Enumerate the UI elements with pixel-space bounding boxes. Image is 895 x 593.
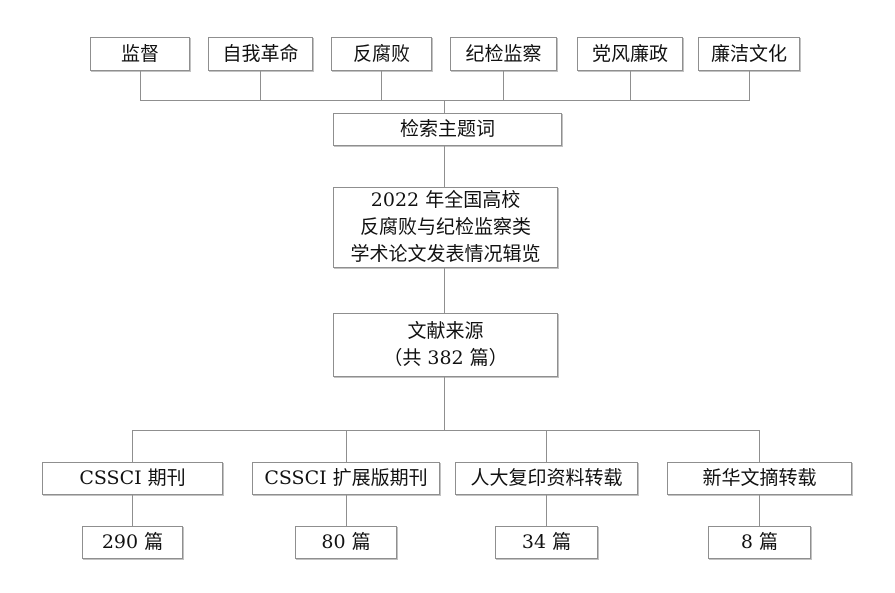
keyword-box-dangfeng: 党风廉政 [577,37,683,71]
source-line-1: 文献来源 [407,320,484,342]
source-box-renda-reprint: 人大复印资料转载 [455,462,638,495]
connector-line [444,377,445,430]
connector-line [444,100,445,113]
literature-source-box: 文献来源 （共 382 篇） [333,313,558,377]
connector-bus-bottom [132,430,760,431]
source-label: CSSCI 扩展版期刊 [264,467,428,489]
title-line-1: 2022 年全国高校 [370,189,521,211]
source-box-cssci-extended: CSSCI 扩展版期刊 [252,462,440,495]
connector-line [749,71,750,100]
title-line-3: 学术论文发表情况辑览 [350,243,541,265]
search-theme-label: 检索主题词 [399,118,495,140]
keyword-box-lianjiewenhua: 廉洁文化 [698,37,800,71]
connector-line [260,71,261,100]
connector-line [630,71,631,100]
connector-line [140,71,141,100]
connector-line [132,495,133,526]
count-box-cssci: 290 篇 [82,526,183,559]
keyword-label: 廉洁文化 [710,42,787,65]
count-box-cssci-extended: 80 篇 [295,526,397,559]
keyword-box-jiandu: 监督 [90,37,190,71]
keyword-label: 自我革命 [222,42,299,65]
title-box: 2022 年全国高校 反腐败与纪检监察类 学术论文发表情况辑览 [333,187,558,268]
connector-line [546,430,547,462]
source-label: 新华文摘转载 [702,467,817,489]
count-label: 8 篇 [740,531,779,553]
keyword-label: 纪检监察 [465,42,542,65]
connector-line [444,146,445,187]
count-box-xinhua-digest: 8 篇 [708,526,811,559]
count-label: 34 篇 [521,531,572,553]
count-label: 290 篇 [101,531,164,553]
connector-line [381,71,382,100]
connector-line [132,430,133,462]
source-label: CSSCI 期刊 [79,467,186,489]
count-label: 80 篇 [321,531,371,553]
connector-line [546,495,547,526]
connector-line [346,495,347,526]
keyword-label: 监督 [120,42,159,65]
source-box-cssci: CSSCI 期刊 [42,462,223,495]
connector-bus-top [140,100,750,101]
source-label: 人大复印资料转载 [470,467,623,489]
source-box-xinhua-digest: 新华文摘转载 [667,462,852,495]
connector-line [346,430,347,462]
connector-line [759,430,760,462]
keyword-label: 反腐败 [352,42,410,65]
source-line-2: （共 382 篇） [383,347,508,369]
count-box-renda-reprint: 34 篇 [495,526,598,559]
keyword-label: 党风廉政 [591,42,668,65]
search-theme-box: 检索主题词 [333,113,562,146]
keyword-box-ziwogeming: 自我革命 [208,37,313,71]
keyword-box-jijianjiancha: 纪检监察 [450,37,557,71]
connector-line [759,495,760,526]
connector-line [503,71,504,100]
title-line-2: 反腐败与纪检监察类 [359,216,531,238]
keyword-box-fanfubai: 反腐败 [331,37,432,71]
connector-line [444,268,445,313]
